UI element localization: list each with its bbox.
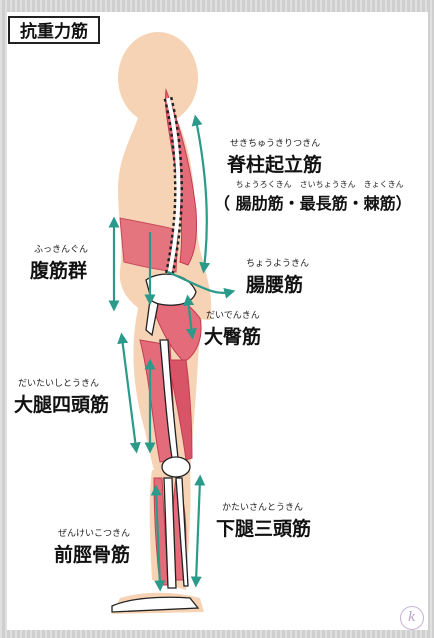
gluteus-label: 大臀筋 [204, 326, 262, 348]
quadriceps-ruby: だいたいしとうきん [18, 379, 100, 389]
erector-sub-open: （ [214, 194, 231, 213]
tibialis-ruby: ぜんけいこつきん [58, 529, 131, 539]
arrow-quadriceps [117, 332, 141, 454]
diagram-panel [7, 12, 428, 630]
signature-mark: k [400, 606, 424, 630]
arrow-triceps-surae [190, 474, 206, 588]
arrow-iliopsoas [167, 270, 236, 299]
diagram-title: 抗重力筋 [8, 16, 100, 44]
skeleton [111, 96, 200, 613]
abdominal-ruby: ふっきんぐん [34, 245, 89, 255]
erector-sub-sep1: ・ [283, 194, 300, 213]
spinalis-label: 棘筋 [363, 194, 396, 213]
force-arrows [108, 114, 236, 592]
iliocostalis-label: 腸肋筋 [235, 194, 284, 213]
gluteus-ruby: だいでんきん [206, 311, 260, 321]
erector-sub-sep2: ・ [347, 194, 364, 213]
arrow-tibialis [150, 484, 166, 592]
erector-sub-label: （ ちょうろくきん 腸肋筋 ・ さいちょうきん 最長筋 ・ きょくきん 棘筋 ） [214, 180, 412, 214]
arrow-erector [191, 114, 211, 274]
triceps-surae-label: 下腿三頭筋 [216, 518, 312, 540]
longissimus-label: 最長筋 [299, 194, 348, 213]
quadriceps-label: 大腿四頭筋 [14, 394, 110, 416]
tibialis-label: 前脛骨筋 [54, 544, 131, 566]
triceps-surae-ruby: かたいさんとうきん [222, 503, 304, 513]
longissimus-ruby: さいちょうきん [299, 180, 356, 189]
iliopsoas-label: 腸腰筋 [246, 274, 304, 296]
iliopsoas-ruby: ちょうようきん [246, 259, 310, 269]
arrow-gluteus [183, 294, 197, 340]
spinalis-ruby: きょくきん [363, 180, 404, 189]
erector-label: 脊柱起立筋 [227, 154, 323, 176]
erector-ruby: せきちゅうきりつきん [230, 139, 321, 149]
erector-sub-close: ） [395, 194, 412, 213]
abdominal-label: 腹筋群 [30, 260, 88, 282]
iliocostalis-ruby: ちょうろくきん [235, 180, 292, 189]
